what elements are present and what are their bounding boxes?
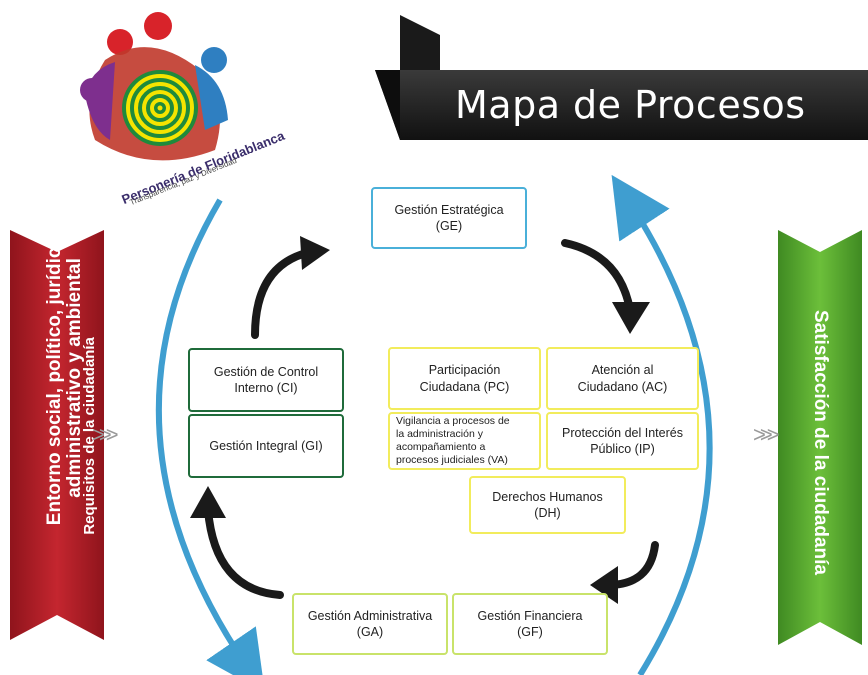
flow-arrowhead-gf	[590, 566, 618, 604]
right-banner-satisfaction-text: Satisfacción de la ciudadanía	[809, 309, 831, 576]
flow-arrowhead-mission	[612, 302, 650, 334]
process-box-ge: Gestión Estratégica (GE)	[371, 187, 527, 249]
left-banner-environment-text: Entorno social, político, jurídico, admi…	[44, 230, 85, 526]
cycle-arc-left	[155, 198, 265, 675]
flow-arrow-ge-to-mission	[561, 239, 634, 314]
title-banner	[375, 15, 868, 140]
cycle-arc-right	[611, 174, 713, 675]
flow-arrowhead-ge	[300, 236, 330, 270]
flow-arrow-ga-to-gi	[204, 506, 284, 599]
process-box-ip: Protección del Interés Público (IP)	[546, 412, 699, 470]
right-chevrons-icon: >>>	[753, 422, 779, 447]
page-title: Mapa de Procesos	[455, 83, 806, 127]
left-chevrons-icon: >>>	[92, 422, 118, 447]
flow-arrowhead-gi	[190, 486, 226, 518]
process-box-pc: Participación Ciudadana (PC)	[388, 347, 541, 410]
left-requirements-banner	[10, 230, 104, 640]
process-box-ga: Gestión Administrativa (GA)	[292, 593, 448, 655]
flow-arrow-ci-to-ge	[251, 248, 314, 339]
process-box-dh: Derechos Humanos (DH)	[469, 476, 626, 534]
logo-emblem	[80, 12, 228, 161]
process-box-gi: Gestión Integral (GI)	[188, 414, 344, 478]
process-box-va: Vigilancia a procesos de la administraci…	[388, 412, 541, 470]
right-satisfaction-banner	[778, 230, 862, 645]
process-box-ac: Atención al Ciudadano (AC)	[546, 347, 699, 410]
process-box-gf: Gestión Financiera (GF)	[452, 593, 608, 655]
process-box-ci: Gestión de Control Interno (CI)	[188, 348, 344, 412]
